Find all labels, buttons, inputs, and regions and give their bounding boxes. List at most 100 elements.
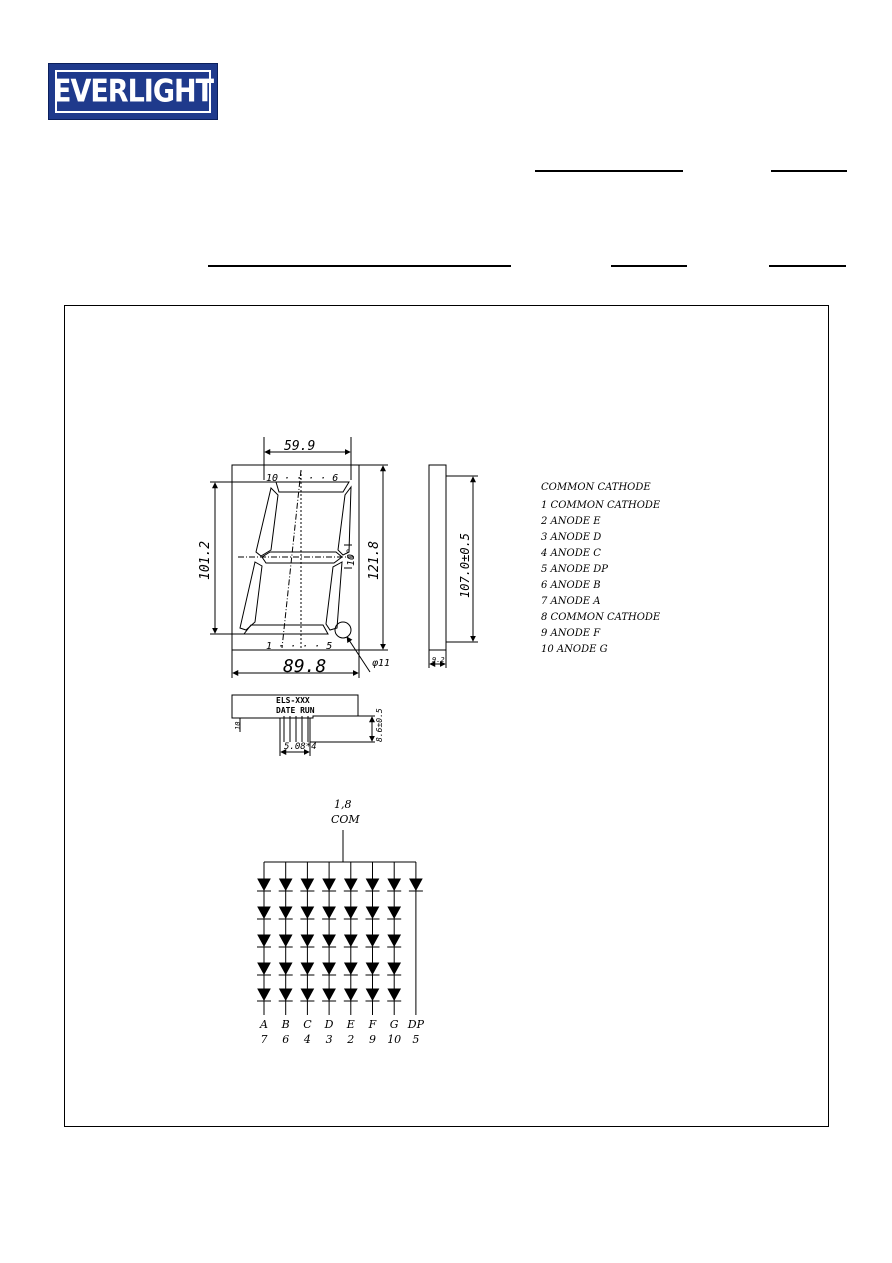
bottom-view-text: ELS-XXX DATE RUN 5.08*4 8.6±0.5 10 [234,696,384,752]
pin-list-item: 9 ANODE F [541,628,601,639]
dim-offset: 10 [234,722,242,730]
diode-icon [300,934,315,948]
diode-icon [343,962,358,976]
circuit-columns: A 7B 6 C 4D 3E 2 F 9 G 10 DP 5 [257,862,425,1046]
diode-icon [365,906,380,920]
segment-label: G [390,1018,399,1031]
pin-number-label: 10 [387,1033,401,1046]
diode-icon [257,962,271,976]
diode-icon [387,934,402,948]
segment-b [337,485,352,556]
diode-icon [343,878,358,892]
diode-icon [300,988,315,1002]
com-pins-label: 1,8 [334,798,352,811]
segment-label: E [346,1018,355,1031]
segment-a [275,481,350,493]
diode-icon [365,988,380,1002]
pin-number-label: 9 [369,1033,376,1046]
center-line [281,469,302,649]
dim-width-bottom: 89.8 [283,656,326,677]
pin-list-item: 4 ANODE C [541,548,601,559]
everlight-logo: EVERLIGHT [48,63,218,120]
diode-icon [409,878,423,892]
diode-icon [322,934,336,948]
segment-label: A [259,1018,268,1031]
diode-icon [278,878,293,892]
front-body-outline [231,464,360,651]
dim-height-left: 101.2 [198,541,213,580]
segment-d [242,624,329,635]
dim-side-depth: 9.2 [432,656,445,664]
pin-list-item: 8 COMMON CATHODE [541,612,661,623]
logo-text: EVERLIGHT [53,73,214,110]
diode-icon [343,906,358,920]
dp-leader [346,636,371,673]
diode-icon [322,988,336,1002]
segment-e [239,561,263,631]
segment-label: D [324,1018,334,1031]
front-view-text: 59.9 89.8 101.2 121.8 10 · · · · 6 1 · ·… [198,439,390,677]
side-body-outline [428,464,447,651]
segment-c [325,561,343,631]
diode-icon [322,878,336,892]
bottom-body-outline [231,694,359,719]
dim-width-top: 59.9 [284,439,315,454]
header-field-underline [535,170,683,172]
side-view [428,464,478,668]
diode-icon [322,962,336,976]
pin-list-item: 10 ANODE G [541,644,608,655]
decimal-point [334,621,352,639]
pin-list-item: 2 ANODE E [541,516,601,527]
pin-number-label: 5 [412,1033,419,1046]
side-view-text: 107.0±0.5 9.2 [432,533,472,664]
segment-f [255,487,279,557]
dim-pin-len: 8.6±0.5 [375,708,384,742]
diode-icon [300,962,315,976]
pin-number-label: 7 [261,1033,268,1046]
dim-height-right: 121.8 [367,541,382,580]
diode-icon [387,988,402,1002]
pin-list-title: COMMON CATHODE [541,482,651,493]
diode-icon [278,906,293,920]
pin-number-label: 6 [282,1033,289,1046]
diode-icon [387,962,402,976]
header-field-underline [208,265,511,267]
pin-top-label: 10 · · · · 6 [266,473,338,484]
segment-label: B [281,1018,290,1031]
diode-icon [278,934,293,948]
logo-border: EVERLIGHT [53,70,214,113]
diode-icon [257,878,271,892]
diode-icon [257,988,271,1002]
pin-list-item: 7 ANODE A [541,596,601,607]
diode-icon [300,906,315,920]
diode-icon [257,934,271,948]
pin-number-label: 2 [346,1033,354,1046]
diode-icon [322,906,336,920]
pin-list-item: 1 COMMON CATHODE [541,500,661,511]
seg-tilt-label: 10° [346,548,357,566]
segment-label: F [368,1018,377,1031]
bottom-view [231,694,375,756]
dp-diameter-label: φ11 [372,658,390,669]
diode-icon [343,988,358,1002]
pin-list-item: 5 ANODE DP [541,564,608,575]
diode-icon [365,878,380,892]
pin-number-label: 4 [303,1033,311,1046]
dim-pitch: 5.08*4 [284,742,317,752]
header-field-underline [769,265,846,267]
diode-icon [257,906,271,920]
segment-label: DP [407,1018,425,1031]
pin-number-label: 3 [326,1033,333,1046]
bottom-marking-2: DATE RUN [276,706,315,715]
diode-icon [387,878,402,892]
pin-bottom-label: 1 · · · · 5 [266,641,332,652]
pin-list-item: 3 ANODE D [541,532,602,543]
drawing-frame [64,305,829,1127]
diode-icon [278,988,293,1002]
diode-icon [365,934,380,948]
segment-label: C [303,1018,312,1031]
header-field-underline [611,265,687,267]
header-field-underline [771,170,847,172]
diode-icon [343,934,358,948]
